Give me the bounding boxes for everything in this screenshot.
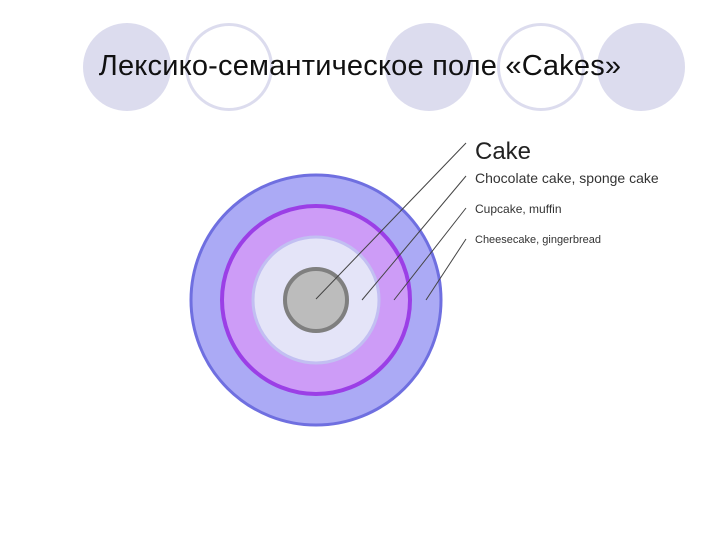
layer-label-1: Chocolate cake, sponge cake — [475, 170, 659, 186]
decor-circle-4 — [497, 23, 585, 111]
core-label: Cake — [475, 138, 532, 165]
leader-line-core — [315, 142, 467, 300]
decor-circle-2 — [185, 23, 273, 111]
leader-line-layer-2 — [393, 207, 467, 301]
leader-line-layer-1 — [361, 175, 467, 301]
decor-circle-3 — [385, 23, 473, 111]
leader-line-layer-3 — [425, 238, 467, 301]
slide-title: Лексико-семантическое поле «Cakes» — [98, 50, 622, 82]
layer-label-3: Cheesecake, gingerbread — [475, 234, 601, 246]
decor-circle-1 — [83, 23, 171, 111]
core-circle — [283, 267, 349, 333]
layer-label-2: Cupcake, muffin — [475, 202, 562, 216]
decor-circle-5 — [597, 23, 685, 111]
